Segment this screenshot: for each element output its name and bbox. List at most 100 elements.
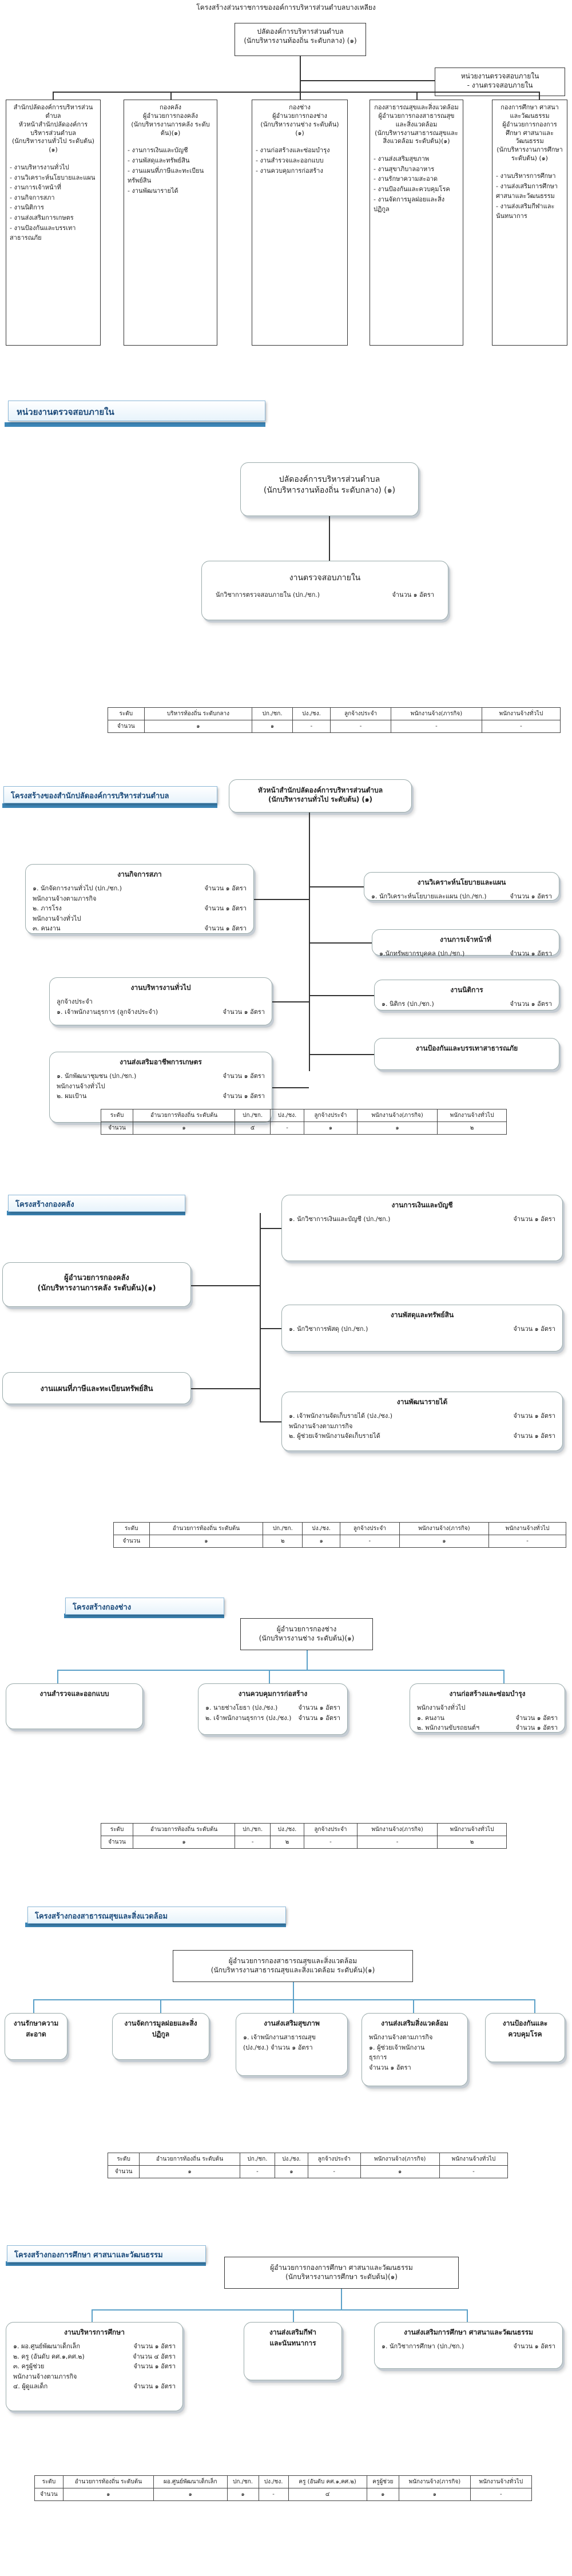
division-task: - งานกิจการสภา	[10, 193, 55, 201]
unit-box: งานป้องกันและควบคุมโรค	[485, 2013, 565, 2062]
unit-line: พนักงานจ้างตามภารกิจ	[13, 2372, 176, 2382]
table-cell: ๑	[399, 2488, 471, 2501]
unit-title: งานส่งเสริมการศึกษา ศาสนาและวัฒนธรรม	[404, 2328, 533, 2336]
table-row: จำนวน๑๑๑-๔๑๑-	[34, 2488, 533, 2501]
table-cell: ๑	[360, 2165, 440, 2178]
unit-line: ๒. ผู้ช่วยเจ้าพนักงานจัดเก็บรายได้จำนวน …	[289, 1431, 555, 1441]
table-header-row: ระดับอำนวยการท้องถิ่น ระดับต้นปก./ชก.ปง.…	[100, 1109, 507, 1122]
unit-position: จำนวน ๑ อัตรา	[369, 2063, 411, 2071]
division-title: กองช่าง ผู้อำนวยการกองช่าง (นักบริหารงาน…	[260, 104, 339, 137]
table-header-cell: พนักงานจ้างทั่วไป	[488, 1522, 566, 1535]
unit-title: งานป้องกันและบรรเทาสาธารณภัย	[415, 1044, 518, 1052]
unit-line: จำนวน ๑ อัตรา	[369, 2063, 460, 2073]
edu-banner: โครงสร้างกองการศึกษา ศาสนาและวัฒนธรรม	[7, 2245, 206, 2262]
table-cell: จำนวน	[113, 1535, 150, 1548]
unit-title: งานวิเคราะห์นโยบายและแผน	[417, 878, 506, 886]
table-header-cell: ปง./ชง.	[274, 2153, 308, 2166]
table-row: จำนวน๑๕-๑๑๒	[100, 1121, 507, 1135]
table-cell: จำนวน	[34, 2488, 63, 2501]
table-header-cell: บริหารท้องถิ่น ระดับกลาง	[144, 707, 253, 720]
works-head-box: ผู้อำนวยการกองช่าง (นักบริหารงานช่าง ระด…	[240, 1618, 373, 1650]
division-task: - งานการเจ้าหน้าที่	[10, 184, 61, 192]
unit-title: งานพัฒนารายได้	[396, 1398, 448, 1406]
unit-position: ๓. คนงาน	[33, 925, 61, 933]
unit-box: งานส่งเสริมสิ่งแวดล้อมพนักงานจ้างตามภารก…	[362, 2013, 468, 2086]
table-cell: ๒	[437, 1121, 507, 1135]
unit-box: งานส่งเสริมสุขภาพ๑. เจ้าพนักงานสาธารณสุข…	[236, 2013, 348, 2076]
division-task: - งานวิเคราะห์นโยบายและแผน	[10, 173, 96, 181]
table-header-cell: ปก./ชก.	[235, 1109, 271, 1122]
table-header-cell: ผอ.ศูนย์พัฒนาเด็กเล็ก	[153, 2475, 228, 2488]
table-header-cell: อำนวยการท้องถิ่น ระดับต้น	[139, 2153, 240, 2166]
unit-count: จำนวน ๑ อัตรา	[133, 2363, 176, 2371]
table-cell: ๑	[149, 1535, 264, 1548]
table-header-cell: ปง./ชง.	[258, 2475, 289, 2488]
division-box: กองการศึกษา ศาสนาและวัฒนธรรม ผู้อำนวยการ…	[492, 100, 567, 346]
unit-title: งานควบคุมการก่อสร้าง	[238, 1690, 308, 1698]
table-header-cell: ระดับ	[107, 2153, 140, 2166]
table-cell: ๑	[274, 2165, 308, 2178]
table-cell: ๑	[139, 2165, 240, 2178]
unit-position: ๑. คนงาน	[417, 1714, 444, 1722]
unit-position: ๒. ผมเป้าน	[57, 1092, 87, 1100]
table-header-row: ระดับบริหารท้องถิ่น ระดับกลางปก./ชก.ปง./…	[108, 707, 561, 720]
unit-box: งานจัดการมูลฝอยและสิ่งปฏิกูล	[112, 2013, 209, 2060]
table-cell: จำนวน	[108, 720, 145, 733]
table-header-cell: ลูกจ้างประจำ	[307, 2153, 361, 2166]
table-cell: -	[356, 1836, 438, 1849]
table-header-cell: พนักงานจ้างทั่วไป	[437, 1109, 507, 1122]
unit-line: (ปง./ชง.) จำนวน ๑ อัตรา	[243, 2043, 340, 2053]
unit-position: ๑. นักวิเคราะห์นโยบายและแผน (ปก./ชก.)	[371, 893, 487, 900]
unit-title: งานก่อสร้างและซ่อมบำรุง	[449, 1690, 526, 1698]
unit-title: งานการเงินและบัญชี	[391, 1201, 453, 1209]
table-row: จำนวน๑๑----	[108, 720, 561, 733]
division-task-list: - งานก่อสร้างและซ่อมบำรุง- งานสำรวจและออ…	[256, 145, 344, 176]
unit-line: ๓. คนงานจำนวน ๑ อัตรา	[33, 924, 247, 934]
unit-count: จำนวน ๑ อัตรา	[515, 1714, 558, 1722]
unit-position: พนักงานจ้างตามภารกิจ	[289, 1422, 353, 1430]
unit-position: ๑. นายช่างโยธา (ปง./ชง.)	[205, 1704, 278, 1711]
division-task-list: - งานส่งเสริมสุขภาพ- งานสุขาภิบาลอาหาร- …	[374, 154, 459, 215]
unit-line: ๒. เจ้าพนักงานธุรการ (ปง./ชง.)จำนวน ๑ อั…	[205, 1713, 340, 1723]
table-row: จำนวน๑๒๑-๑-	[113, 1535, 566, 1548]
unit-line: ๑. นิติกร (ปก./ชก.)จำนวน ๑ อัตรา	[382, 999, 552, 1009]
table-header-cell: ระดับ	[100, 1823, 134, 1836]
unit-position: ลูกจ้างประจำ	[57, 998, 93, 1005]
unit-count: จำนวน ๑ อัตรา	[223, 1008, 265, 1016]
unit-box: งานวิเคราะห์นโยบายและแผน๑. นักวิเคราะห์น…	[364, 872, 559, 901]
table-header-cell: ระดับ	[100, 1109, 134, 1122]
unit-line: ๑. เจ้าพนักงานธุรการ (ลูกจ้างประจำ)จำนวน…	[57, 1007, 265, 1017]
division-task: - งานส่งเสริมกีฬาและนันทนาการ	[496, 202, 555, 220]
unit-position: ๒. ผู้ช่วยเจ้าพนักงานจัดเก็บรายได้	[289, 1432, 380, 1440]
unit-line: ๑. ผอ.ศูนย์พัฒนาเด็กเล็กจำนวน ๑ อัตรา	[13, 2341, 176, 2352]
table-header-cell: พนักงานจ้าง(ภารกิจ)	[399, 2475, 471, 2488]
unit-box: งานพัฒนารายได้๑. เจ้าพนักงานจัดเก็บรายได…	[281, 1392, 563, 1451]
page-title: โครงสร้างส่วนราชการของอค์การบริหารส่วนตำ…	[196, 3, 376, 11]
unit-position: ๔. ผู้ดูแลเด็ก	[13, 2383, 48, 2391]
table-header-cell: พนักงานจ้าง(ภารกิจ)	[360, 2153, 440, 2166]
table-header-cell: ปก./ชก.	[227, 2475, 259, 2488]
audit-unit-position: นักวิชาการตรวจสอบภายใน (ปก./ชก.)	[216, 591, 320, 599]
unit-line: ๑. นายช่างโยธา (ปง./ชง.)จำนวน ๑ อัตรา	[205, 1703, 340, 1713]
unit-position: (ปง./ชง.) จำนวน ๑ อัตรา	[243, 2043, 313, 2051]
table-cell: ๑	[153, 2488, 228, 2501]
office-table: ระดับอำนวยการท้องถิ่น ระดับต้นปก./ชก.ปง.…	[100, 1109, 507, 1135]
table-header-cell: พนักงานจ้าง(ภารกิจ)	[356, 1109, 438, 1122]
unit-title: งานจัดการมูลฝอยและสิ่งปฏิกูล	[124, 2019, 197, 2038]
unit-title: งานป้องกันและควบคุมโรค	[502, 2019, 548, 2038]
table-cell: -	[258, 2488, 289, 2501]
unit-line: ๑. นักจัดการงานทั่วไป (ปก./ชก.)จำนวน ๑ อ…	[33, 883, 247, 894]
unit-position: ๑.นักทรัพยากรบุคคล (ปก./ชก.)	[379, 950, 465, 957]
division-task: - งานส่งเสริมการเกษตร	[10, 214, 74, 222]
table-header-cell: ลูกจ้างประจำ	[330, 707, 391, 720]
unit-line: ลูกจ้างประจำ	[57, 997, 265, 1007]
unit-count: จำนวน ๑ อัตรา	[510, 950, 552, 957]
unit-line: ธุรการ	[369, 2052, 460, 2063]
table-cell: ๑	[252, 720, 293, 733]
unit-position: ๑. นักจัดการงานทั่วไป (ปก./ชก.)	[33, 885, 122, 892]
unit-line: พนักงานจ้างตามภารกิจ	[33, 894, 247, 904]
unit-count: จำนวน ๑ อัตรา	[223, 1092, 265, 1100]
unit-position: ๑. เจ้าพนักงานสาธารณสุข	[243, 2034, 316, 2041]
unit-line: ๑. นักวิเคราะห์นโยบายและแผน (ปก./ชก.)จำน…	[371, 891, 552, 902]
table-header-cell: ปก./ชก.	[239, 2153, 275, 2166]
